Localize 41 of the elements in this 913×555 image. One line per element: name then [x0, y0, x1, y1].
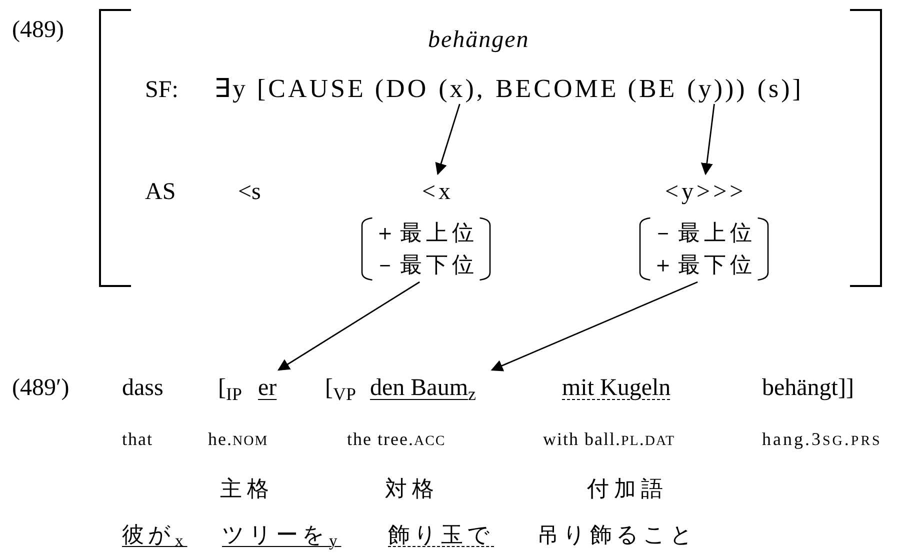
example-number: (489′) — [12, 376, 70, 400]
formula-part: (s)] — [757, 76, 804, 102]
translation-word: 彼が$_{x}$ — [122, 524, 188, 546]
case-label: 主格 — [220, 478, 274, 500]
translation-word: 飾り玉で — [388, 524, 494, 546]
gloss: the tree.ACC — [347, 430, 446, 449]
word: den Baum$_{z}$ — [370, 376, 476, 400]
word: mit Kugeln — [562, 376, 671, 400]
arrow — [700, 104, 715, 176]
arrow — [435, 104, 460, 176]
entry-title: behängen — [428, 28, 530, 52]
feature-matrix — [640, 218, 768, 280]
formula-part: BECOME (BE — [495, 76, 678, 102]
example-number: (489) — [12, 18, 64, 42]
case-label: 対格 — [385, 478, 439, 500]
word: dass — [122, 376, 164, 400]
argument-slot: <x — [422, 180, 454, 204]
gloss: he.NOM — [208, 430, 268, 449]
translation-word: 吊り飾ること — [537, 524, 697, 546]
case-label: 付加語 — [587, 478, 668, 500]
feature-value: ＋最下位 — [652, 254, 756, 276]
word: behängt]] — [762, 376, 854, 400]
tier-label: SF: — [145, 78, 178, 102]
feature-value: －最上位 — [652, 222, 756, 244]
feature-value: ＋最上位 — [374, 222, 478, 244]
formula-part: ∃y [CAUSE (DO — [214, 76, 429, 102]
feature-value: －最下位 — [374, 254, 478, 276]
gloss: that — [122, 430, 153, 448]
formula-part: (y))) — [687, 76, 748, 102]
argument-slot: <y>>> — [665, 180, 746, 204]
formula-part: (x), — [438, 76, 486, 102]
argument-slot: <s — [238, 180, 261, 204]
bracket-label: [$_{VP}$ — [325, 376, 356, 400]
tier-label: AS — [145, 180, 176, 204]
bracket-label: [$_{IP}$ — [218, 376, 242, 400]
arrow — [490, 281, 698, 372]
gloss: with ball.PL.DAT — [543, 430, 676, 449]
word: er — [258, 376, 277, 400]
arrow — [278, 281, 420, 371]
gloss: hang.3SG.PRS — [762, 430, 882, 449]
feature-matrix — [362, 218, 490, 280]
